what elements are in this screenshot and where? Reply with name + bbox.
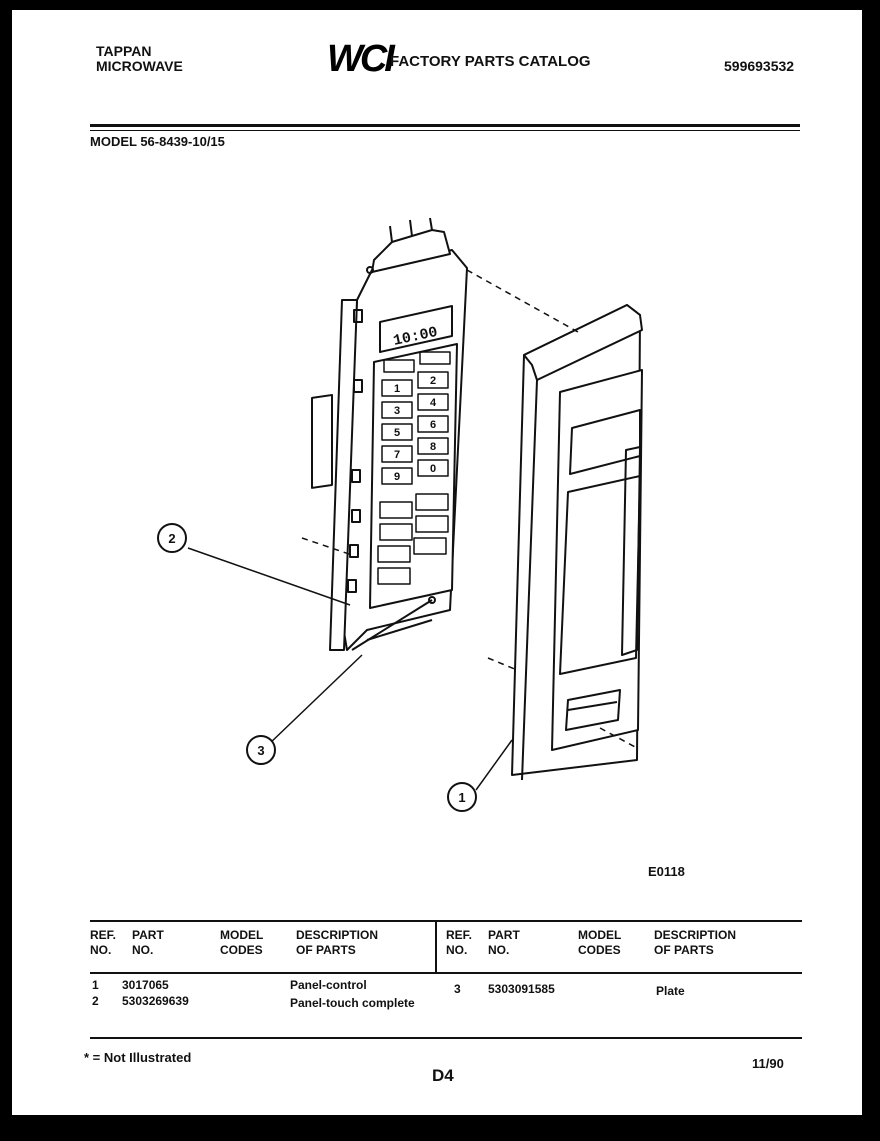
control-panel-assembly bbox=[311, 217, 468, 651]
panel-frame bbox=[511, 304, 643, 781]
row2-part: 5303269639 bbox=[122, 994, 189, 1008]
svg-text:0: 0 bbox=[430, 463, 436, 475]
brand-name: TAPPAN bbox=[96, 43, 152, 59]
product-type: MICROWAVE bbox=[96, 58, 183, 74]
svg-text:1: 1 bbox=[394, 383, 400, 395]
not-illustrated-note: * = Not Illustrated bbox=[84, 1050, 192, 1065]
callout-2-label: 2 bbox=[168, 531, 175, 546]
model-number: MODEL 56-8439-10/15 bbox=[90, 134, 225, 149]
svg-text:6: 6 bbox=[430, 419, 436, 431]
header-rule bbox=[90, 124, 800, 127]
svg-text:4: 4 bbox=[430, 397, 437, 409]
header-ref: REF.NO. bbox=[90, 928, 117, 957]
row1-part: 3017065 bbox=[122, 978, 169, 992]
page-number: D4 bbox=[432, 1066, 454, 1085]
svg-text:2: 2 bbox=[430, 375, 436, 387]
brand-block: TAPPAN MICROWAVE bbox=[96, 44, 183, 74]
svg-text:8: 8 bbox=[430, 441, 436, 453]
row2-ref: 2 bbox=[92, 994, 99, 1008]
row1-desc: Panel-control bbox=[290, 978, 367, 992]
svg-text:5: 5 bbox=[394, 427, 400, 439]
revision-date: 11/90 bbox=[752, 1056, 784, 1071]
callout-1-circle bbox=[447, 782, 477, 812]
svg-text:3: 3 bbox=[394, 405, 400, 417]
row1-ref: 1 bbox=[92, 978, 99, 992]
figure-code: E0118 bbox=[648, 864, 685, 879]
exploded-parts-diagram: 12 34 56 78 90 10:00 2 3 1 bbox=[157, 217, 643, 812]
row2-desc: Panel-touch complete bbox=[290, 996, 415, 1010]
row3-ref: 3 bbox=[454, 982, 461, 996]
header-rule-thin bbox=[90, 130, 800, 131]
callout-3-circle bbox=[246, 735, 276, 765]
callout-3-label: 3 bbox=[257, 743, 264, 758]
catalog-page: TAPPAN MICROWAVE WCI FACTORY PARTS CATAL… bbox=[12, 10, 862, 1115]
row3-desc: Plate bbox=[656, 984, 685, 998]
catalog-title: FACTORY PARTS CATALOG bbox=[390, 53, 591, 70]
header-ref-right: REF.NO. bbox=[446, 928, 473, 957]
row3-part: 5303091585 bbox=[488, 982, 555, 996]
callout-1-label: 1 bbox=[458, 790, 465, 805]
keypad-keys bbox=[377, 351, 451, 585]
svg-text:9: 9 bbox=[394, 471, 400, 483]
callout-2-circle bbox=[157, 523, 187, 553]
catalog-number: 599693532 bbox=[724, 58, 795, 74]
wci-logo: WCI bbox=[327, 38, 395, 80]
svg-text:7: 7 bbox=[394, 449, 400, 461]
